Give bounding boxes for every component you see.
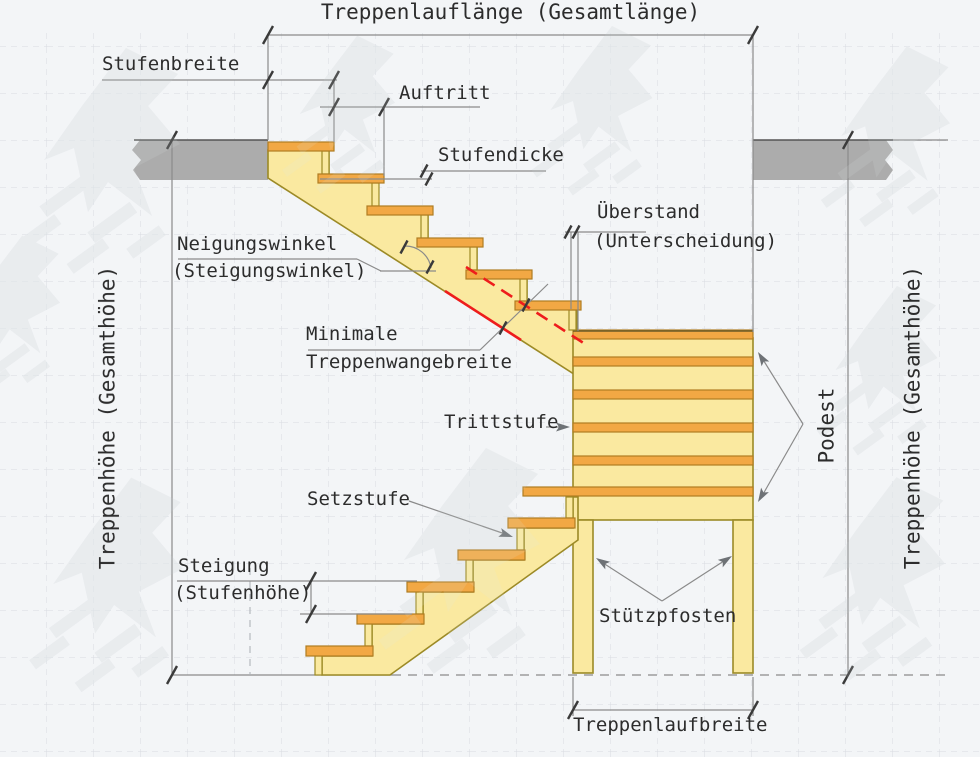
label-stufenhoehe: (Stufenhöhe): [174, 582, 312, 604]
label-minimale: Minimale: [306, 323, 398, 345]
label-setzstufe: Setzstufe: [307, 488, 410, 510]
support-post-right: [732, 519, 754, 674]
label-neigungswinkel: Neigungswinkel: [177, 233, 338, 255]
label-steigungswinkel: (Steigungswinkel): [172, 260, 367, 282]
label-podest: Podest: [814, 387, 839, 464]
stringer-edge-highlight: [444, 289, 522, 342]
podest-bottom-tread: [522, 486, 754, 497]
label-treppenwangebreite: Treppenwangebreite: [306, 351, 512, 373]
label-stufenbreite: Stufenbreite: [102, 53, 240, 75]
label-treppenhoehe-right: Treppenhöhe (Gesamthöhe): [900, 265, 925, 570]
label-stuetzpfosten: Stützpfosten: [599, 605, 737, 627]
label-stufendicke: Stufendicke: [438, 144, 564, 166]
support-post-left: [572, 519, 594, 674]
label-unterscheidung: (Unterscheidung): [594, 230, 778, 252]
label-trittstufe: Trittstufe: [444, 411, 559, 433]
label-ueberstand: Überstand: [597, 201, 700, 223]
dimension-lines: [102, 24, 948, 721]
label-treppenhoehe-left: Treppenhöhe (Gesamthöhe): [95, 265, 120, 570]
label-auftritt: Auftritt: [399, 82, 491, 104]
label-treppenlaufbreite: Treppenlaufbreite: [573, 714, 768, 736]
label-steigung: Steigung: [178, 555, 270, 577]
diagram-title: Treppenlauflänge (Gesamtlänge): [320, 0, 701, 24]
